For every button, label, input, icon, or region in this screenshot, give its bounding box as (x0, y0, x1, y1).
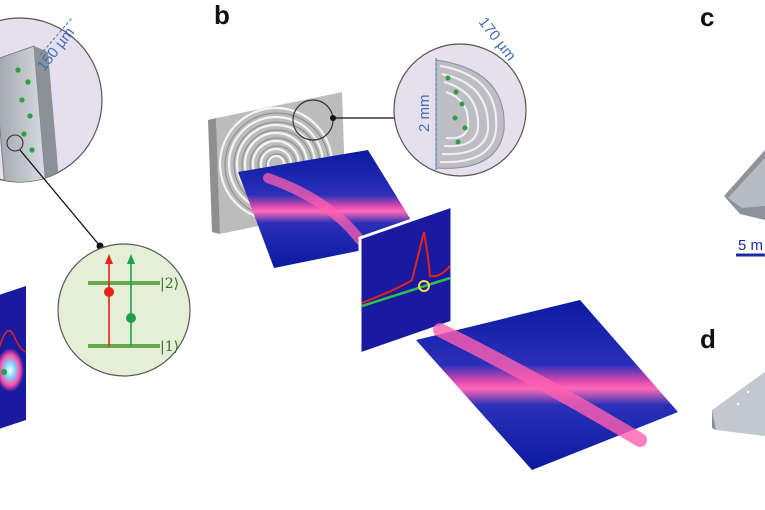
panel-c: 5 m (724, 150, 765, 257)
energy-level-inset: |2⟩ |1⟩ (57, 243, 191, 377)
beam-sheet-2 (416, 300, 678, 470)
atom-dots-a (15, 67, 35, 153)
scalebar-label-c: 5 m (738, 237, 763, 254)
size-label-b: 2 mm (416, 95, 433, 133)
panel-label-b: b (214, 0, 230, 30)
atom-profile (361, 276, 451, 308)
panel-b: 170 µm 2 mm (208, 14, 678, 470)
panel-a: 150 µm |2⟩ |1⟩ (0, 17, 191, 429)
zoom-inset-b: 170 µm 2 mm (393, 14, 527, 177)
beam-screen-a (0, 286, 27, 429)
intensity-profile (361, 231, 451, 304)
focus-spot-marker (418, 280, 430, 292)
state-label-lower: |1⟩ (160, 339, 179, 355)
atom-dots-b (445, 75, 468, 145)
panel-label-d: d (700, 324, 716, 354)
zoom-inset-a (0, 17, 103, 183)
connector-line-a (19, 149, 101, 247)
panel-d (712, 372, 765, 436)
state-label-upper: |2⟩ (160, 276, 179, 292)
measurement-screen (358, 203, 454, 357)
panel-label-c: c (700, 2, 715, 32)
red-atom (104, 287, 114, 297)
green-atom (126, 313, 136, 323)
focus-ring-a (6, 134, 24, 152)
